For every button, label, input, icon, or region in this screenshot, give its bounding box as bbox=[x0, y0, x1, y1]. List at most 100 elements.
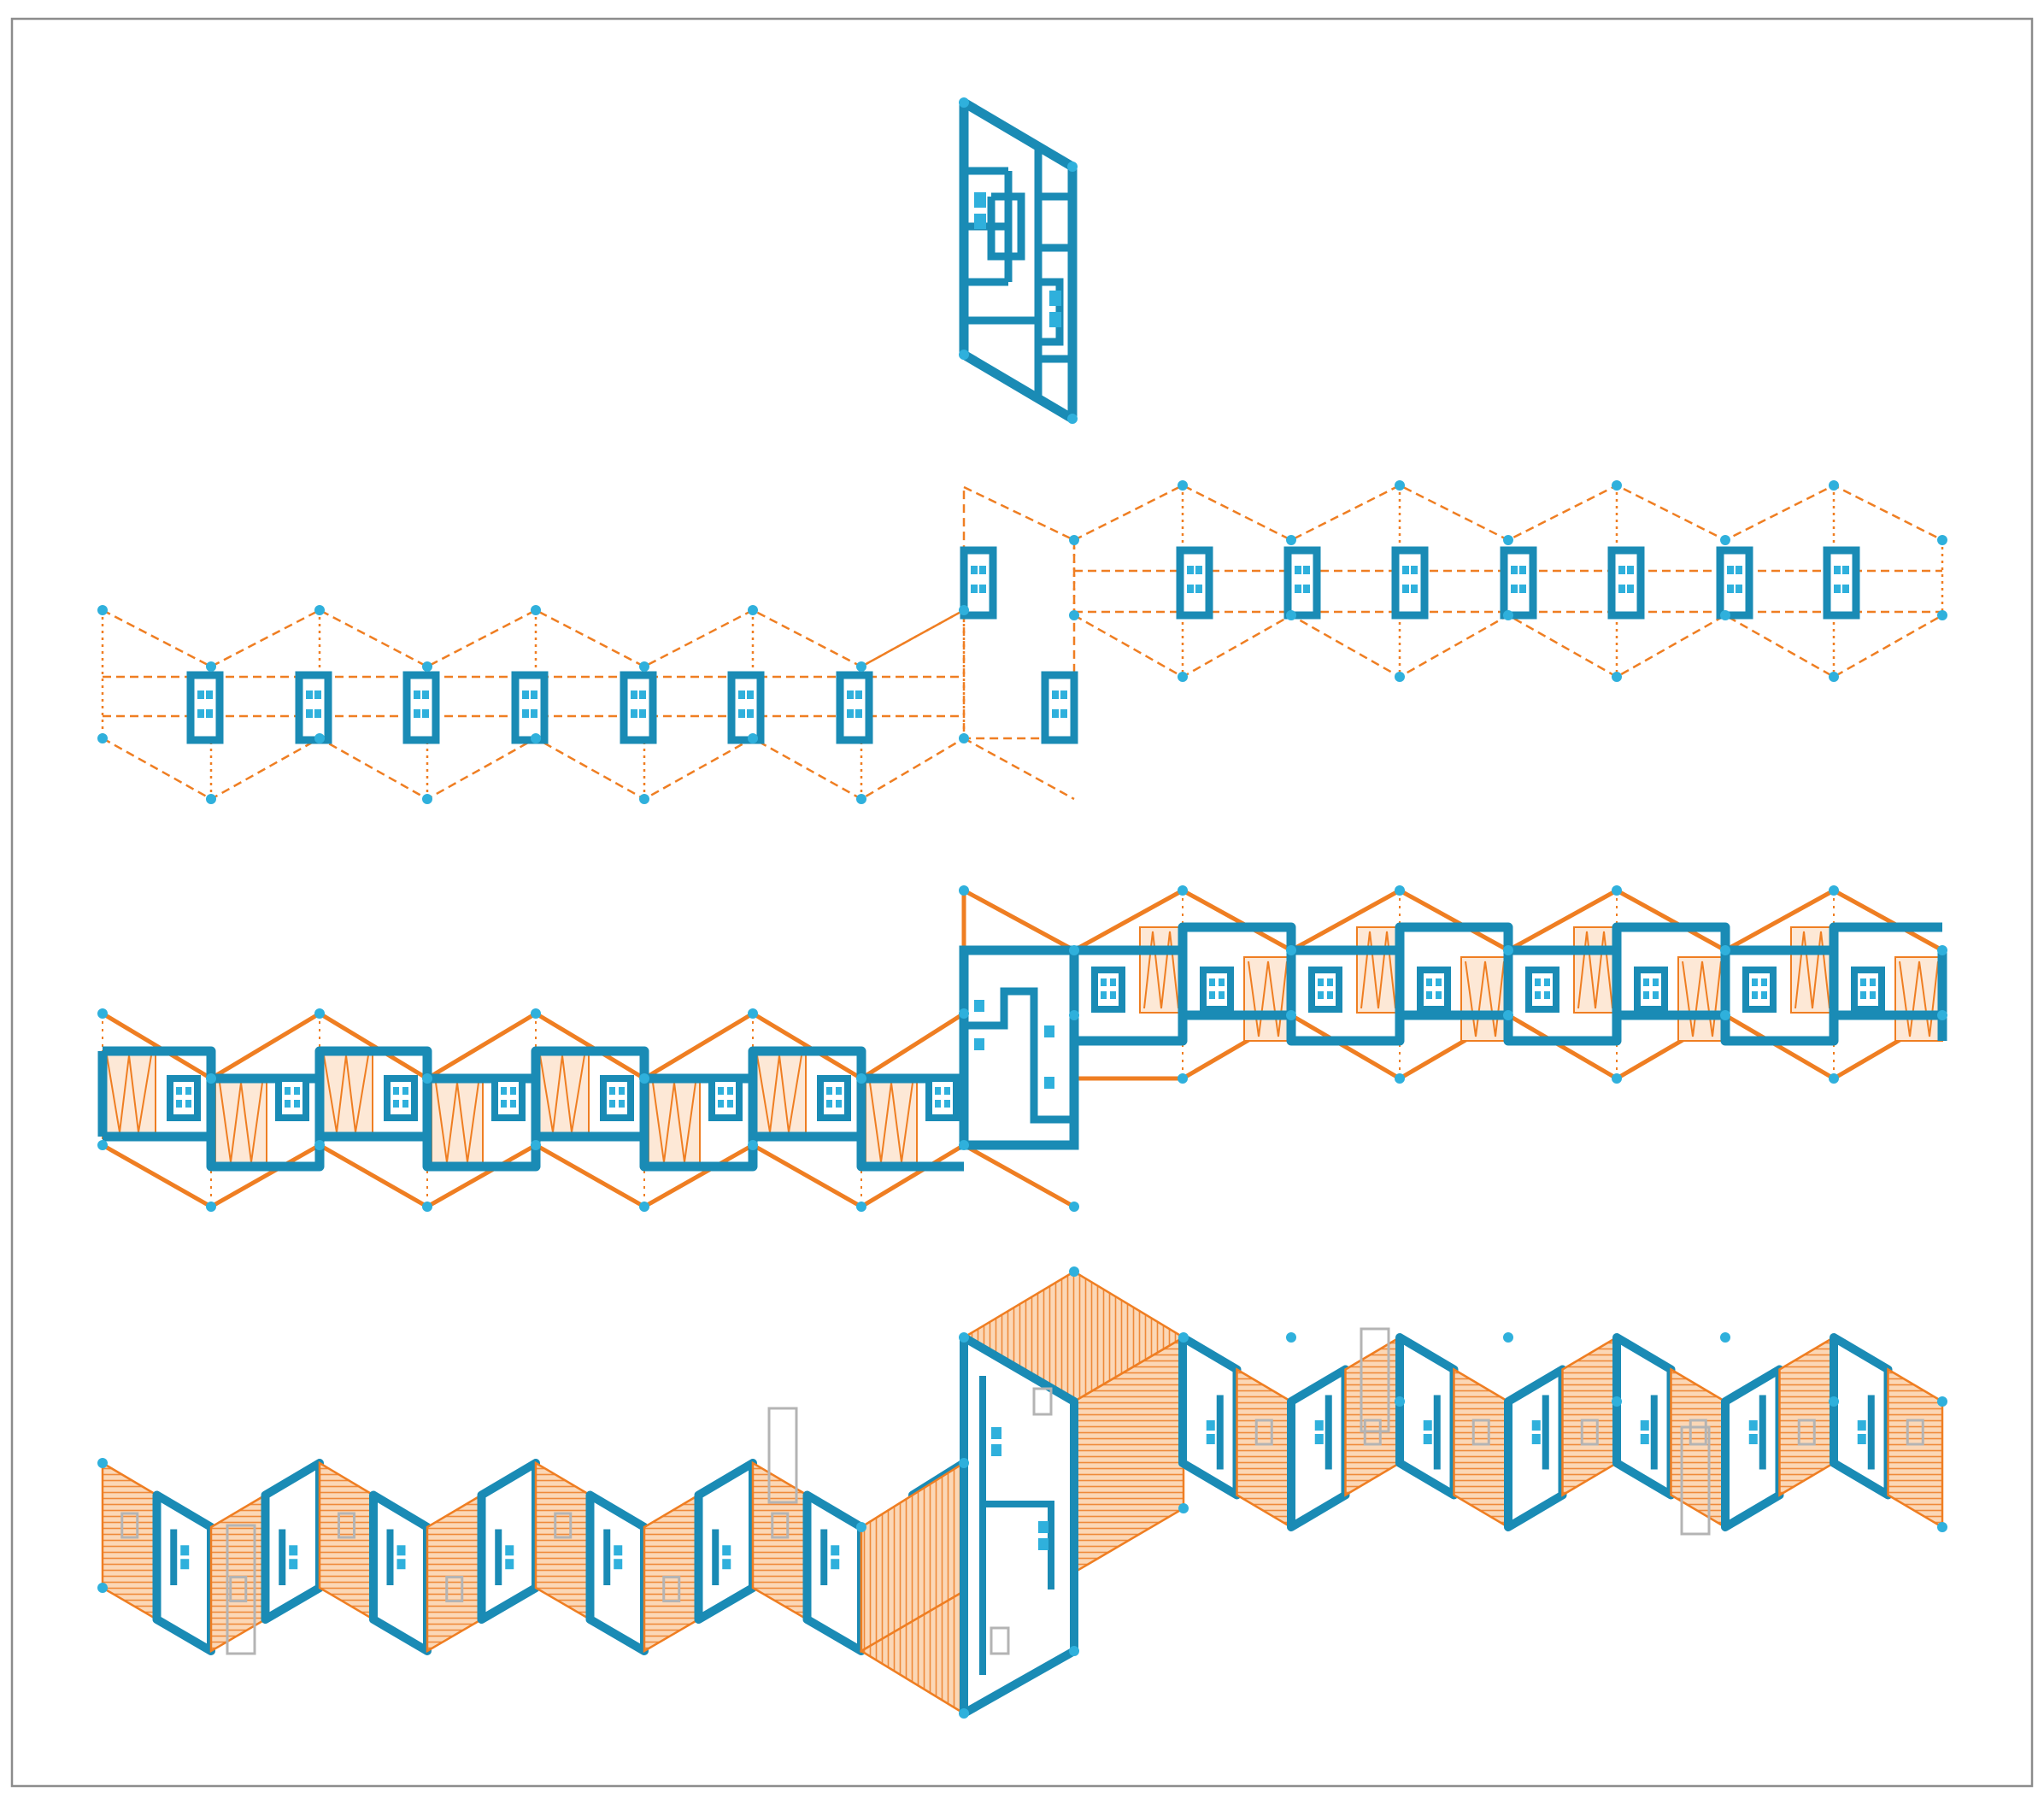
fixture bbox=[1544, 991, 1550, 999]
corner-marker bbox=[1069, 610, 1079, 620]
fixture bbox=[1748, 1420, 1758, 1431]
fixture bbox=[836, 1087, 842, 1095]
core-module-left bbox=[620, 671, 657, 744]
fixture bbox=[1426, 991, 1432, 999]
corner-marker bbox=[97, 1583, 108, 1593]
fixture bbox=[1640, 1434, 1649, 1444]
wall-unit bbox=[1504, 1365, 1567, 1531]
fixture bbox=[180, 1559, 190, 1570]
bay-fill bbox=[1790, 926, 1835, 1014]
furniture-icon bbox=[1360, 1327, 1390, 1433]
furniture-icon bbox=[554, 1512, 573, 1539]
corner-marker bbox=[422, 794, 432, 804]
corner-marker bbox=[314, 1008, 325, 1019]
core-module-left bbox=[295, 671, 332, 744]
fixture bbox=[1426, 978, 1432, 986]
core-module-connector bbox=[1041, 671, 1078, 744]
fixture bbox=[944, 1087, 950, 1095]
bay-fill bbox=[535, 1050, 590, 1137]
fixture bbox=[185, 1100, 191, 1108]
fixture bbox=[1834, 585, 1841, 593]
corner-marker bbox=[1612, 1396, 1622, 1407]
wall-layout bbox=[97, 885, 1947, 1212]
fixture bbox=[180, 1545, 190, 1556]
wall-core bbox=[384, 1075, 418, 1121]
wall-core bbox=[167, 1075, 201, 1121]
fixture bbox=[510, 1100, 516, 1108]
fixture bbox=[1411, 566, 1418, 574]
corner-marker bbox=[1178, 1332, 1189, 1343]
fixture bbox=[414, 709, 420, 718]
fixture bbox=[1519, 585, 1526, 593]
fixture bbox=[855, 690, 862, 699]
fixture bbox=[1318, 978, 1324, 986]
corner-marker bbox=[422, 1073, 432, 1084]
corner-marker bbox=[1503, 945, 1513, 955]
fixture bbox=[1748, 1434, 1758, 1444]
corner-marker bbox=[314, 733, 325, 743]
module-corner-markers bbox=[959, 97, 1078, 424]
wall-unit bbox=[1721, 1365, 1784, 1531]
corner-marker bbox=[1937, 610, 1947, 620]
wall-core bbox=[1742, 967, 1777, 1013]
corner-marker bbox=[856, 1522, 866, 1532]
corner-marker bbox=[206, 1202, 216, 1212]
zigzag-top-right bbox=[1073, 484, 1943, 542]
wall-unit bbox=[802, 1490, 866, 1655]
wall-unit bbox=[694, 1459, 757, 1624]
fixture bbox=[1314, 1420, 1324, 1431]
fixture bbox=[197, 690, 204, 699]
fixture bbox=[1842, 566, 1849, 574]
furniture-icon bbox=[445, 1576, 464, 1602]
fixture bbox=[1327, 978, 1333, 986]
corner-marker bbox=[1286, 945, 1296, 955]
fixture bbox=[1531, 1420, 1541, 1431]
furniture-icon bbox=[767, 1407, 798, 1504]
fixture bbox=[197, 709, 204, 718]
fixture bbox=[935, 1100, 941, 1108]
hatched-panel bbox=[101, 1460, 158, 1622]
corner-marker bbox=[97, 1008, 108, 1019]
fixture bbox=[1640, 1420, 1649, 1431]
corner-marker bbox=[1069, 945, 1079, 955]
bay-fill bbox=[1573, 926, 1618, 1014]
fixture bbox=[1860, 991, 1866, 999]
corner-marker bbox=[1178, 480, 1188, 491]
fixture bbox=[1761, 978, 1767, 986]
fixture bbox=[1303, 566, 1310, 574]
fixture bbox=[1044, 1077, 1054, 1089]
furniture-icon bbox=[120, 1512, 139, 1539]
corner-marker bbox=[1178, 1503, 1189, 1513]
fixture bbox=[718, 1087, 724, 1095]
corner-marker bbox=[1395, 1073, 1405, 1084]
bay-hatch bbox=[1360, 931, 1396, 1009]
corner-marker bbox=[1503, 1010, 1513, 1020]
fixture bbox=[522, 690, 529, 699]
fixture bbox=[1627, 566, 1634, 574]
fixture bbox=[614, 1559, 623, 1570]
fixture bbox=[855, 709, 862, 718]
bay-fill bbox=[648, 1078, 701, 1167]
corner-marker bbox=[1829, 672, 1839, 682]
fixture bbox=[1436, 991, 1442, 999]
fixture bbox=[971, 585, 978, 593]
bay-hatch bbox=[1143, 931, 1179, 1009]
core-module-right bbox=[1823, 546, 1860, 620]
hatched-panel bbox=[209, 1493, 267, 1654]
corner-marker bbox=[959, 1708, 969, 1719]
corner-marker bbox=[1503, 535, 1513, 545]
fixture bbox=[722, 1559, 731, 1570]
wall-unit bbox=[1287, 1365, 1350, 1531]
corner-marker bbox=[959, 885, 969, 896]
corner-marker bbox=[97, 1140, 108, 1150]
fixture bbox=[1411, 585, 1418, 593]
hatched-panel bbox=[1453, 1367, 1510, 1530]
corner-marker bbox=[206, 794, 216, 804]
fixture bbox=[847, 709, 854, 718]
corner-marker bbox=[639, 794, 649, 804]
fixture bbox=[614, 1545, 623, 1556]
fixture bbox=[971, 566, 978, 574]
fixture bbox=[393, 1100, 399, 1108]
